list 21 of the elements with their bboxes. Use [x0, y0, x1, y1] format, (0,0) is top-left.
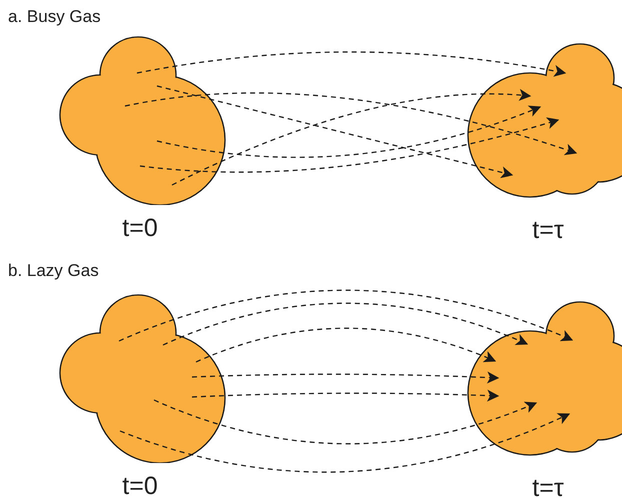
arrow [124, 92, 578, 156]
time-label: t=0 [122, 473, 158, 498]
arrow [196, 328, 496, 363]
cloud-blob [58, 293, 228, 463]
arrow [140, 117, 560, 173]
cloud-blob [58, 35, 228, 205]
arrow [192, 390, 500, 402]
arrow [192, 372, 500, 384]
arrow [136, 51, 566, 77]
arrow [156, 105, 542, 158]
arrow [154, 399, 538, 444]
arrow [172, 89, 532, 186]
arrow [118, 290, 574, 342]
arrow [162, 302, 528, 346]
arrow [156, 85, 514, 178]
time-label: t=0 [122, 215, 158, 242]
panel-title: b. Lazy Gas [8, 262, 99, 281]
panel-title: a. Busy Gas [8, 8, 101, 27]
time-label: t=τ [532, 475, 564, 498]
arrow [120, 412, 570, 472]
time-label: t=τ [532, 217, 564, 244]
